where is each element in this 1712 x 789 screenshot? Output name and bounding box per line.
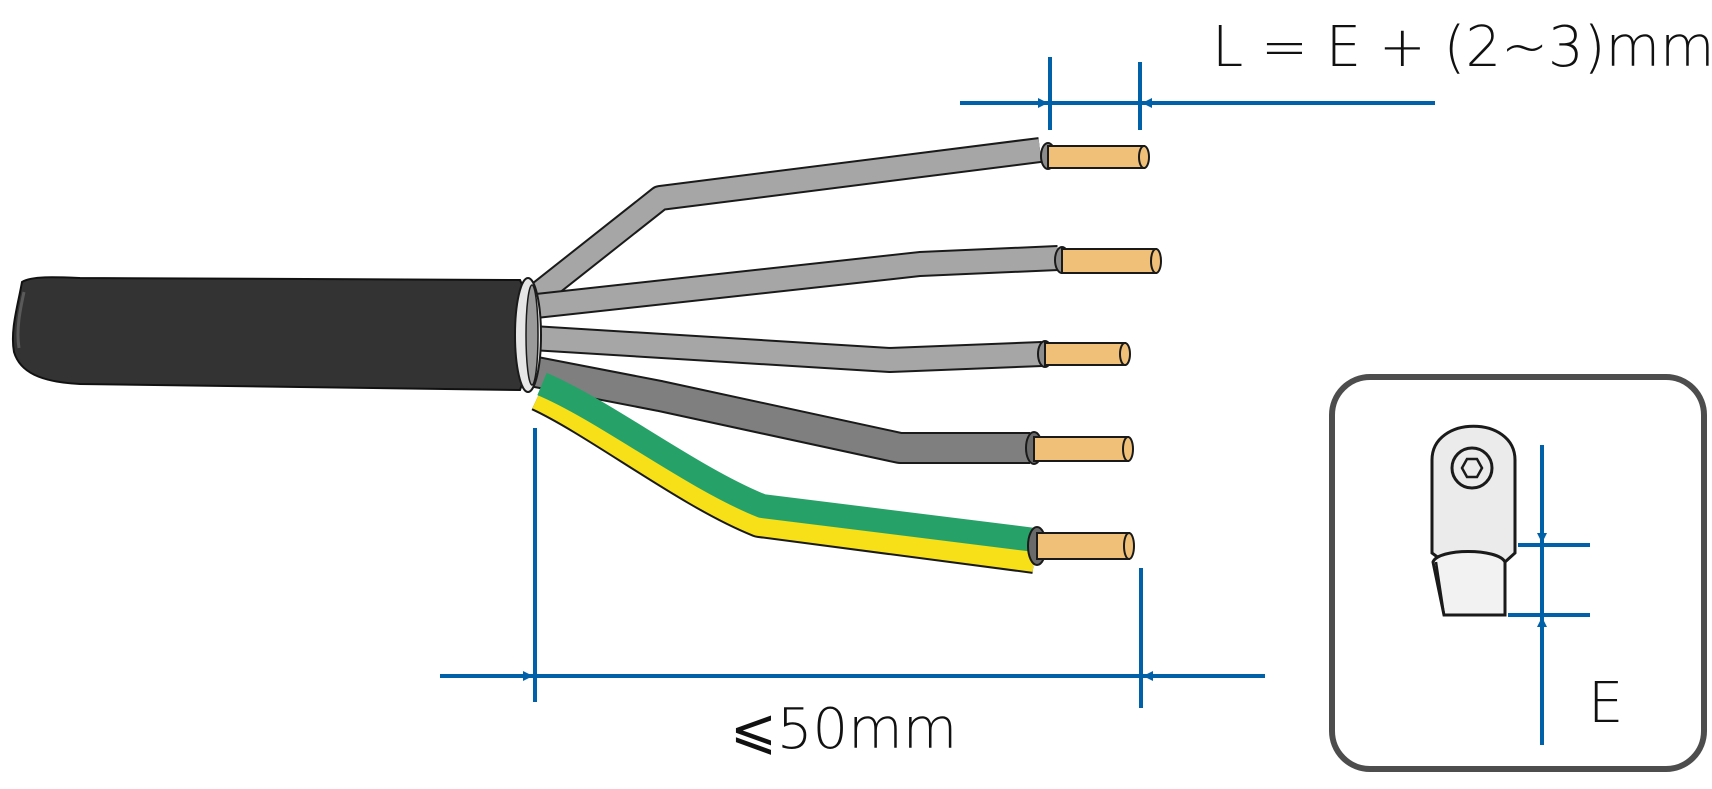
ring-lug-terminal-icon <box>1430 424 1517 617</box>
cable-jacket-highlight <box>16 291 26 349</box>
terminal-inset: E <box>1329 374 1707 772</box>
terminal-inset-frame <box>1329 374 1707 772</box>
dimension-L <box>960 57 1435 130</box>
terminal-dimension-label: E <box>1588 671 1623 736</box>
wire-ground-green <box>537 372 1037 552</box>
strip-length-limit-label: ⩽50mm <box>730 697 957 762</box>
terminal-barrel <box>1431 550 1507 617</box>
copper-conductors <box>1033 145 1162 560</box>
stripped-multicore-cable-icon <box>11 137 1162 574</box>
cable-outer-jacket <box>11 276 530 392</box>
dimension-strip-length <box>440 428 1265 708</box>
terminal-ring-hex <box>1460 457 1484 479</box>
dimension-E <box>1508 445 1590 745</box>
wire-length-formula-label: L = E + (2~3)mm <box>1212 15 1712 80</box>
